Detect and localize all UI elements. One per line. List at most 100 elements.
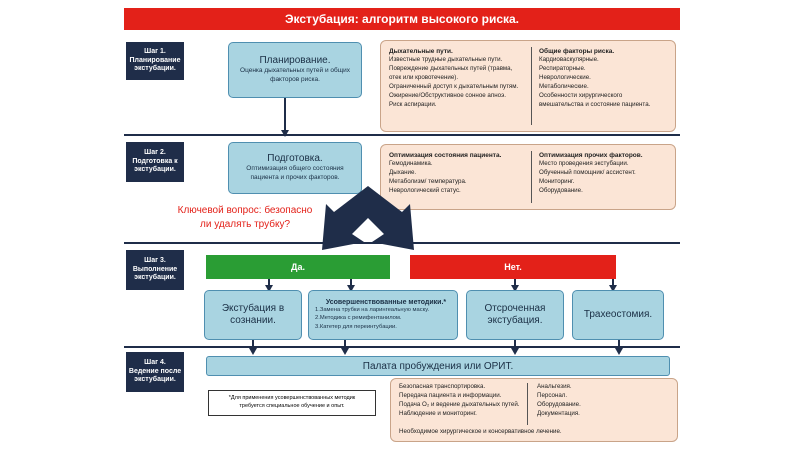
step-4-label: Шаг 4. Ведение после экстубации. xyxy=(126,352,184,392)
list-item: Известные трудные дыхательные пути. xyxy=(389,56,503,64)
list-item: Повреждение дыхательных путей (травма, xyxy=(389,65,513,73)
split-arrow-icon xyxy=(322,186,414,250)
list-item: Анальгезия. xyxy=(537,383,572,390)
column-divider xyxy=(531,47,532,125)
connector-line xyxy=(350,279,352,287)
arrow-down-icon xyxy=(511,348,519,355)
step-2-label: Шаг 2. Подготовка к экстубации. xyxy=(126,142,184,182)
connector-line xyxy=(514,279,516,287)
preparation-text: Оптимизация общего состояния xyxy=(246,165,344,173)
delayed-extubation-box: Отсроченная экстубация. xyxy=(466,290,564,340)
list-item: Неврологический статус. xyxy=(389,187,461,195)
connector-line xyxy=(284,98,286,132)
risk-factors-panel: Дыхательные пути. Известные трудные дыха… xyxy=(380,40,676,132)
preparation-text: пациента и прочих факторов. xyxy=(250,174,340,182)
list-item: Персонал. xyxy=(537,391,568,399)
step-text: экстубации. xyxy=(134,274,176,282)
arrow-down-icon xyxy=(265,285,273,292)
connector-line xyxy=(344,340,346,350)
step-text: Шаг 3. xyxy=(144,256,166,264)
step-text: экстубации. xyxy=(134,65,176,73)
list-item: Наблюдение и мониторинг. xyxy=(399,409,477,417)
question-line: Ключевой вопрос: безопасно xyxy=(177,205,313,216)
step-text: экстубации. xyxy=(134,166,176,174)
connector-line xyxy=(252,340,254,350)
list-item: Ограниченный доступ к дыхательным путям. xyxy=(389,83,519,91)
step-3-label: Шаг 3. Выполнение экстубации. xyxy=(126,250,184,290)
footnote-line: требуется специальное обучение и опыт. xyxy=(239,403,345,409)
list-item: Мониторинг. xyxy=(539,178,575,186)
list-item: Необходимое хирургическое и консервативн… xyxy=(399,428,562,436)
list-item: Оборудование. xyxy=(539,187,583,195)
question-line: ли удалять трубку? xyxy=(200,218,290,230)
section-divider xyxy=(124,134,680,136)
list-item: Респираторные. xyxy=(539,65,586,73)
connector-line xyxy=(268,279,270,287)
step-text: Ведение после xyxy=(128,367,182,375)
page-title: Экстубация: алгоритм высокого риска. xyxy=(124,8,680,30)
box-text: экстубация. xyxy=(487,315,543,326)
list-item: Метаболизм/ температура. xyxy=(389,178,467,186)
preparation-title: Подготовка. xyxy=(267,152,323,164)
arrow-down-icon xyxy=(609,285,617,292)
patient-optimization-heading: Оптимизация состояния пациента. xyxy=(389,152,502,159)
key-question: Ключевой вопрос: безопасно ли удалять тр… xyxy=(160,204,330,231)
list-item: Метаболические. xyxy=(539,83,589,91)
optimization-panel: Оптимизация состояния пациента. Гемодина… xyxy=(380,144,676,210)
no-bar: Нет. xyxy=(410,255,616,279)
footnote: *Для применения усовершенствованных мето… xyxy=(208,390,376,416)
post-extubation-panel: Безопасная транспортировка. Передача пац… xyxy=(390,378,678,442)
arrow-down-icon xyxy=(281,130,289,137)
tracheostomy-box: Трахеостомия. xyxy=(572,290,664,340)
list-item: Подача O₂ и ведение дыхательных путей. xyxy=(399,400,520,408)
box-text: Трахеостомия. xyxy=(583,308,653,320)
step-text: Выполнение xyxy=(132,265,178,273)
list-item: отек или кровотечение). xyxy=(389,74,459,82)
planning-box: Планирование. Оценка дыхательных путей и… xyxy=(228,42,362,98)
box-text: Отсроченная xyxy=(484,302,546,314)
connector-line xyxy=(612,279,614,287)
list-item: Место проведения экстубации. xyxy=(539,160,629,168)
list-item: Ожирение/Обструктивное сонное апноэ. xyxy=(389,92,506,100)
box-text: сознании. xyxy=(230,315,276,326)
arrow-down-icon xyxy=(341,348,349,355)
column-divider xyxy=(531,151,532,203)
preparation-box: Подготовка. Оптимизация общего состояния… xyxy=(228,142,362,194)
list-item: 2.Методика с ремифентанилом. xyxy=(315,315,402,322)
arrow-down-icon xyxy=(249,348,257,355)
yes-bar: Да. xyxy=(206,255,390,279)
list-item: Обученный помощник/ ассистент. xyxy=(539,169,636,177)
list-item: 3.Катетер для переинтубации. xyxy=(315,323,397,330)
planning-title: Планирование. xyxy=(259,54,331,66)
list-item: Особенности хирургического xyxy=(539,92,623,100)
list-item: 1.Замена трубки на ларингеальную маску. xyxy=(315,306,430,313)
recovery-box: Палата пробуждения или ОРИТ. xyxy=(206,356,670,376)
step-text: Шаг 4. xyxy=(144,358,166,366)
list-item: Безопасная транспортировка. xyxy=(399,383,486,390)
airway-heading: Дыхательные пути. xyxy=(389,48,453,55)
box-text: Экстубация в xyxy=(221,302,285,314)
arrow-down-icon xyxy=(347,285,355,292)
step-text: экстубации. xyxy=(134,376,176,384)
recovery-label: Палата пробуждения или ОРИТ. xyxy=(362,360,514,372)
step-text: Подготовка к xyxy=(132,157,178,165)
list-item: Неврологические. xyxy=(539,74,591,82)
list-item: Кардиоваскулярные. xyxy=(539,56,599,64)
arrow-down-icon xyxy=(615,348,623,355)
step-text: Шаг 1. xyxy=(144,47,166,55)
connector-line xyxy=(514,340,516,350)
advanced-techniques-box: Усовершенствованные методики.* 1.Замена … xyxy=(308,290,458,340)
footnote-line: *Для применения усовершенствованных мето… xyxy=(228,395,356,402)
advanced-title: Усовершенствованные методики.* xyxy=(325,298,447,306)
awake-extubation-box: Экстубация в сознании. xyxy=(204,290,302,340)
list-item: Гемодинамика. xyxy=(389,160,433,168)
step-text: Шаг 2. xyxy=(144,148,166,156)
list-item: Передача пациента и информации. xyxy=(399,391,502,399)
arrow-down-icon xyxy=(511,285,519,292)
column-divider xyxy=(527,383,528,425)
section-divider xyxy=(124,346,680,348)
list-item: вмешательства и состояние пациента. xyxy=(539,101,651,109)
list-item: Документация. xyxy=(537,409,580,417)
other-optimization-heading: Оптимизация прочих факторов. xyxy=(539,152,643,159)
list-item: Дыхание. xyxy=(389,169,417,177)
